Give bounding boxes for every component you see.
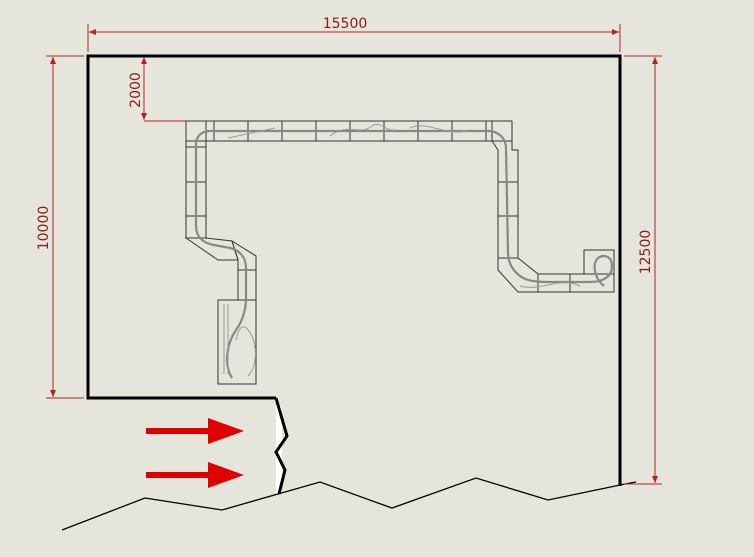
dimension-width: 15500 bbox=[87, 16, 621, 52]
layout-modules bbox=[184, 120, 615, 385]
dimension-height-right: 12500 bbox=[624, 55, 662, 485]
dimension-width-label: 15500 bbox=[323, 16, 368, 32]
dimension-height-left-label: 10000 bbox=[36, 206, 52, 251]
dimension-offset: 2000 bbox=[128, 57, 186, 122]
room-walls bbox=[86, 54, 622, 495]
dimension-height-right-label: 12500 bbox=[638, 230, 654, 275]
track-plan bbox=[194, 123, 614, 379]
dimension-height-left: 10000 bbox=[36, 55, 84, 399]
entrance-arrow-1 bbox=[146, 418, 244, 444]
ground-line bbox=[61, 477, 637, 531]
dimension-offset-label: 2000 bbox=[128, 72, 144, 108]
entrance-arrow-2 bbox=[146, 462, 244, 488]
